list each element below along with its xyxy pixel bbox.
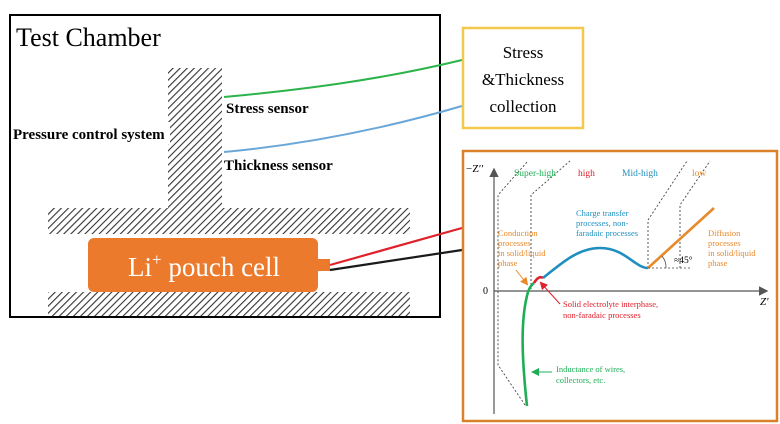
stress-label-bg [224,97,316,117]
collection-line-2: &Thickness [482,70,564,89]
pressure-control-label: Pressure control system [13,127,165,143]
eis-y-axis-label: −Z′′ [466,163,484,175]
conduction-arrow [515,269,529,286]
test-chamber-title: Test Chamber [16,23,161,52]
charge-transfer-annotation: Charge transfer processes, non- faradaic… [576,208,638,238]
black-cell-lead [329,248,463,272]
diffusion-curve [647,207,715,269]
inductance-curve [521,281,535,407]
inductance-annotation: Inductance of wires, collectors, etc. [556,364,627,385]
pouch-cell [88,238,318,292]
lower-press-plate [48,292,410,316]
collection-line-3: collection [489,97,557,116]
eis-x-axis-label: Z′ [760,296,769,308]
eis-zero-label: 0 [483,286,488,297]
region-boundaries [497,160,711,406]
sei-annotation: Solid electrolyte interphase, non-farada… [563,299,660,320]
eis-panel [461,149,779,423]
pressure-column [168,68,222,208]
collection-line-1: Stress [503,43,544,62]
stress-sensor-wire [223,59,463,98]
upper-press-plate [48,208,410,234]
pouch-cell-tab [318,259,330,271]
region-label-low: low [692,169,706,179]
pouch-cell-label: Li+ pouch cell [128,250,280,282]
angle-arc [661,255,667,269]
sei-curve [532,275,544,284]
region-label-high: high [578,169,595,179]
collection-box [461,26,585,130]
angle-label: ≈45° [674,255,693,266]
region-label-mid-high: Mid-high [622,169,658,179]
red-cell-lead [329,226,463,267]
pressure-label-bg [12,122,170,144]
thickness-sensor-wire [223,105,463,153]
charge-transfer-curve [542,246,649,280]
sei-arrow [539,281,561,305]
thickness-sensor-label: Thickness sensor [224,158,333,174]
region-label-super-high: Super-high [514,169,556,179]
stress-sensor-label: Stress sensor [226,101,309,117]
conduction-annotation: Conduction processes in solid/liquid pha… [498,228,548,268]
diffusion-annotation: Diffusion processes in solid/liquid phas… [708,228,758,268]
